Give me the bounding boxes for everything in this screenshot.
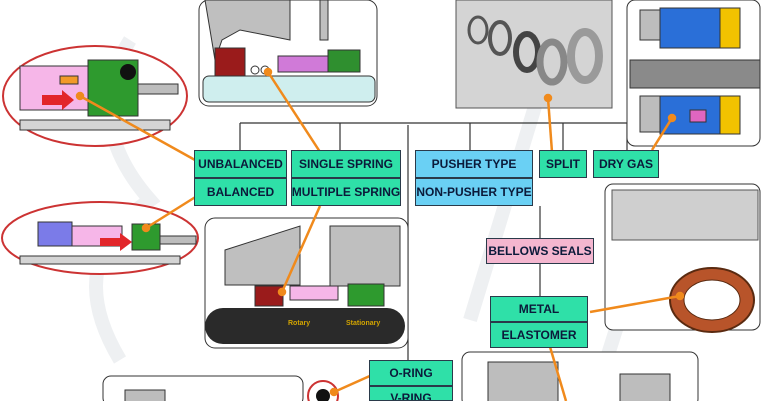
v-ring-label[interactable]: V-RING (369, 386, 453, 401)
balanced-label[interactable]: BALANCED (194, 178, 287, 206)
non-pusher-type-label[interactable]: NON-PUSHER TYPE (415, 178, 533, 206)
unbalanced-seal-drawing (2, 45, 188, 147)
dry-gas-seal-drawing (626, 0, 761, 147)
stationary-caption: Stationary (346, 320, 381, 327)
pusher-type-label[interactable]: PUSHER TYPE (415, 150, 533, 178)
rotary-caption: Rotary (288, 320, 311, 327)
unbalanced-label[interactable]: UNBALANCED (194, 150, 287, 178)
metal-bellows-photo (604, 183, 761, 333)
balanced-seal-drawing (1, 201, 199, 275)
o-ring-label[interactable]: O-RING (369, 360, 453, 386)
split-seal-photo (455, 0, 613, 109)
multiple-spring-seal-drawing (204, 217, 409, 349)
single-spring-seal-drawing (198, 0, 378, 107)
metal-label[interactable]: METAL (490, 296, 588, 322)
bellows-seals-label[interactable]: BELLOWS SEALS (486, 238, 594, 264)
elastomer-label[interactable]: ELASTOMER (490, 322, 588, 348)
dry-gas-label[interactable]: DRY GAS (593, 150, 659, 178)
single-spring-label[interactable]: SINGLE SPRING (291, 150, 401, 178)
multiple-spring-label[interactable]: MULTIPLE SPRING (291, 178, 401, 206)
split-label[interactable]: SPLIT (539, 150, 587, 178)
bottom-drawings (102, 351, 699, 401)
